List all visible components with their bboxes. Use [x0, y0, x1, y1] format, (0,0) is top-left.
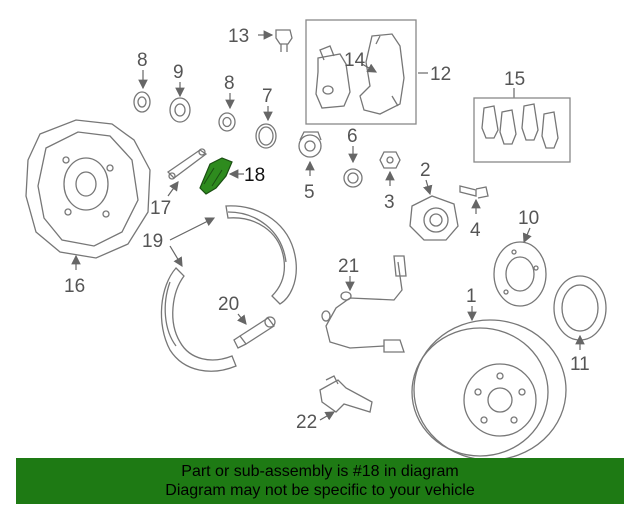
banner-line-2: Diagram may not be specific to your vehi…: [165, 482, 475, 499]
part-7-o-ring: [255, 123, 277, 149]
part-12-caliper: [315, 33, 405, 115]
caliper-box: [305, 19, 417, 125]
callout-5: 5: [304, 182, 315, 203]
callout-1: 1: [466, 286, 477, 307]
banner-line-1: Part or sub-assembly is #18 in diagram: [181, 463, 459, 480]
part-10-plate: [493, 241, 547, 307]
callout-19: 19: [142, 231, 163, 252]
callout-15: 15: [504, 69, 525, 90]
callout-2: 2: [420, 160, 431, 181]
callout-12: 12: [430, 64, 451, 85]
callout-4: 4: [470, 220, 481, 241]
part-5-bearing: [298, 131, 322, 158]
part-20-adjuster: [233, 316, 276, 349]
parts-diagram: 13 12 14 15 8 9 8 7: [25, 19, 607, 458]
part-8-washer-left: [133, 91, 151, 113]
part-3-nut: [379, 151, 401, 169]
callout-8-right: 8: [224, 73, 235, 94]
callout-22: 22: [296, 412, 317, 433]
callout-14: 14: [344, 50, 366, 71]
brake-pads-box: [473, 97, 571, 163]
part-9-seal: [169, 97, 191, 123]
part-21-brake-hose: [321, 255, 407, 353]
callout-21: 21: [338, 256, 359, 277]
part-18-parking-brake-lever: [199, 157, 233, 195]
part-19-brake-shoes: [160, 205, 297, 372]
callout-17: 17: [150, 198, 171, 219]
part-15-brake-pads: [481, 103, 559, 149]
callout-6: 6: [347, 126, 358, 147]
part-1-rotor: [411, 319, 567, 458]
callout-7: 7: [262, 86, 273, 107]
callout-8-left: 8: [137, 50, 148, 71]
callout-11: 11: [570, 354, 590, 375]
callout-16: 16: [64, 276, 85, 297]
part-22-speed-sensor: [319, 375, 373, 413]
part-11-gasket: [553, 275, 607, 341]
part-6-seal: [343, 168, 363, 188]
callout-18: 18: [244, 165, 265, 186]
part-4-bolt: [459, 185, 489, 199]
info-banner: Part or sub-assembly is #18 in diagram D…: [16, 458, 624, 504]
part-2-hub: [409, 195, 459, 241]
part-16-backing-plate: [25, 119, 151, 259]
callout-10: 10: [518, 208, 539, 229]
part-8-washer-right: [218, 112, 236, 132]
part-17-strut: [166, 148, 208, 180]
callout-13: 13: [228, 26, 249, 47]
callout-20: 20: [218, 294, 239, 315]
callout-3: 3: [384, 192, 395, 213]
callout-9: 9: [173, 62, 184, 83]
part-13-bleeder-screw: [275, 29, 293, 52]
